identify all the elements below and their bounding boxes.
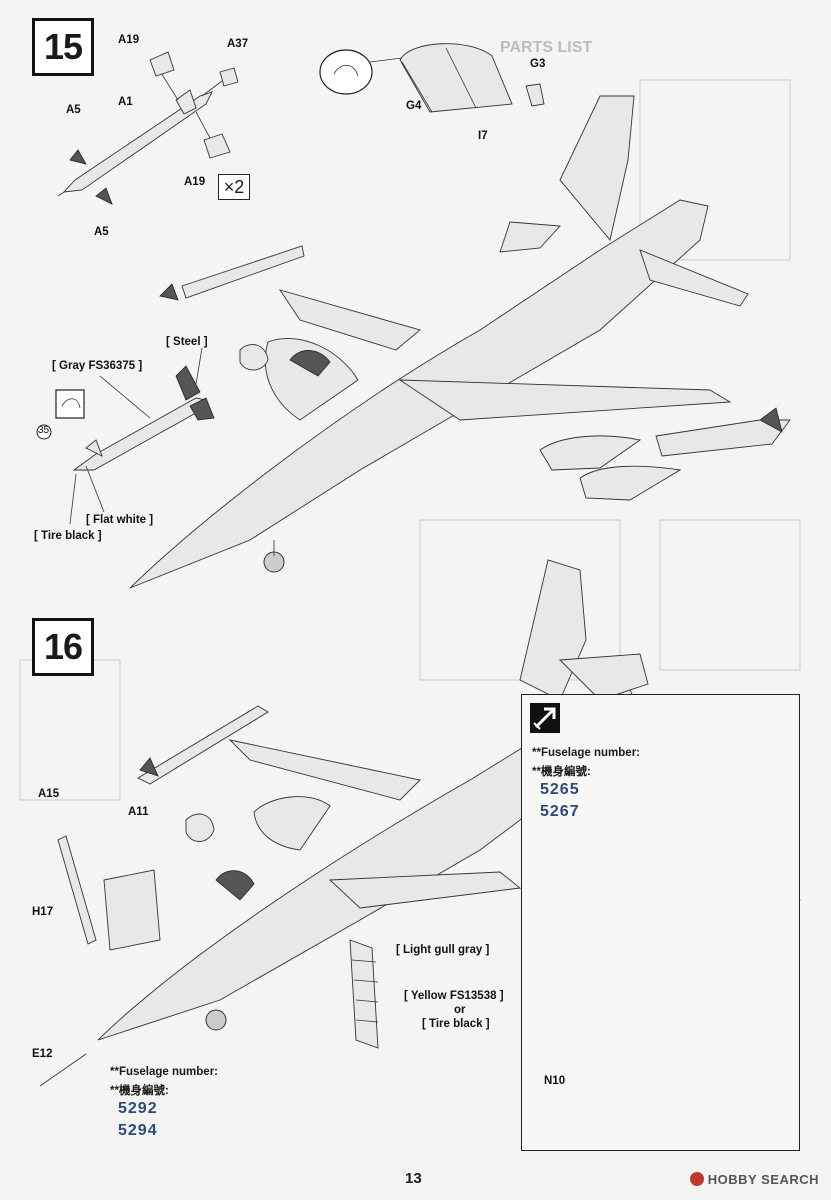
watermark: HOBBY SEARCH — [689, 1172, 819, 1187]
fuselage-note-en: **Fuselage number: — [110, 1066, 218, 1078]
aircraft-step15-drawing — [129, 95, 791, 589]
fuselage-number-5265: 5265 — [540, 781, 580, 798]
bleed-through-text: PARTS LIST — [19, 39, 801, 801]
paint-or-text: or — [454, 1004, 466, 1016]
part-label-a11: A11 — [128, 806, 149, 818]
part-label-e12: E12 — [32, 1048, 53, 1060]
paint-steel: Steel — [166, 336, 208, 348]
fuselage-number-5267: 5267 — [540, 803, 580, 820]
part-label-a5-bottom: A5 — [94, 226, 109, 238]
part-label-a1: A1 — [118, 96, 133, 108]
paint-gray-fs36375: Gray FS36375 — [52, 360, 142, 372]
missile-a1-drawing — [57, 51, 239, 205]
part-label-a37: A37 — [227, 38, 249, 50]
paint-tire-black-16: Tire black — [422, 1018, 490, 1030]
fuselage-number-5294: 5294 — [118, 1122, 158, 1139]
paint-callout-number: 35 — [38, 425, 50, 436]
part-label-a19-bottom: A19 — [184, 176, 206, 188]
part-label-g4: G4 — [406, 100, 422, 112]
paint-light-gull-gray: Light gull gray — [396, 944, 489, 956]
step-15-number: 15 — [32, 18, 94, 76]
quantity-multiplier: ×2 — [218, 174, 250, 200]
part-label-n10: N10 — [544, 1075, 566, 1087]
step-16-number: 16 — [32, 618, 94, 676]
page-number: 13 — [405, 1170, 422, 1187]
inset-fuselage-note-en: **Fuselage number: — [532, 747, 640, 759]
part-label-a15: A15 — [38, 788, 60, 800]
aircraft-step16-drawing — [39, 559, 649, 1087]
part-label-g3: G3 — [530, 58, 546, 70]
fuselage-number-5292: 5292 — [118, 1100, 158, 1117]
sidewinder-paint-drawing — [36, 347, 215, 525]
fuselage-note-zh: **機身編號: — [110, 1085, 169, 1097]
inset-fuselage-note-zh: **機身編號: — [532, 766, 591, 778]
part-label-i7: I7 — [478, 130, 488, 142]
canopy-drawing — [319, 43, 545, 113]
watermark-text: HOBBY SEARCH — [707, 1172, 819, 1187]
part-label-h17: H17 — [32, 906, 54, 918]
diagonal-arrow-icon — [530, 703, 560, 733]
hobby-search-logo — [689, 1172, 704, 1186]
part-label-a5-top: A5 — [66, 104, 81, 116]
paint-yellow-fs13538: Yellow FS13538 — [404, 990, 504, 1002]
svg-text:PARTS LIST: PARTS LIST — [500, 39, 592, 56]
part-label-a19-top: A19 — [118, 34, 140, 46]
paint-flat-white: Flat white — [86, 514, 153, 526]
paint-tire-black-15: Tire black — [34, 530, 102, 542]
alternate-version-inset: **Fuselage number: **機身編號: 5265 5267 N10 — [521, 694, 800, 1151]
